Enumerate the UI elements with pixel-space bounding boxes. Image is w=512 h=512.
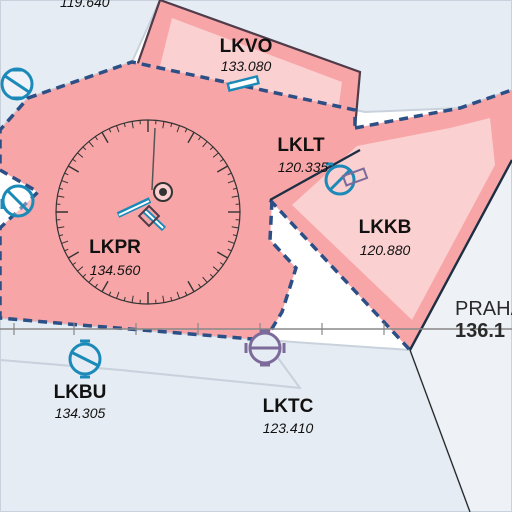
compass-tick: [231, 195, 239, 198]
compass-tick: [216, 251, 229, 259]
lklt-name-label[interactable]: LKLT: [277, 135, 325, 156]
compass-tick: [231, 226, 239, 229]
compass-tick: [209, 273, 214, 278]
compass-tick: [219, 262, 224, 266]
airport-symbols: [0, 67, 369, 379]
compass-tick: [170, 123, 173, 128]
compass-tick: [116, 291, 120, 299]
compass-tick: [212, 266, 219, 272]
compass-ticks: [56, 120, 240, 304]
compass-tick: [198, 136, 202, 141]
compass-tick: [101, 280, 109, 293]
compass-north-pointer: [151, 127, 156, 191]
compass-tick: [232, 234, 237, 237]
compass-tick: [187, 280, 195, 293]
compass-tick: [202, 276, 208, 283]
compass-tick: [57, 226, 65, 229]
lkpr-airport-icon[interactable]: [116, 182, 173, 232]
compass-tick: [88, 141, 94, 148]
top-clipped-frequency: 119.640: [60, 0, 110, 10]
compass-tick: [88, 276, 94, 283]
lkkb-frequency-label: 120.880: [360, 242, 411, 258]
compass-tick: [187, 131, 195, 144]
lktc-airfield-icon[interactable]: [244, 329, 286, 367]
compass-tick: [61, 240, 69, 244]
lkbu-airfield-icon[interactable]: [68, 339, 102, 379]
compass-tick: [108, 128, 112, 133]
boundary-line: [409, 349, 471, 512]
compass-tick: [82, 273, 87, 278]
compass-tick: [101, 131, 109, 144]
region-name-label: PRAHA: [455, 298, 512, 320]
airfield-west-lower-icon[interactable]: [0, 184, 35, 218]
region-frequency-label: 136.1: [455, 320, 505, 342]
compass-tick: [94, 283, 98, 288]
compass-tick: [61, 180, 69, 184]
compass-tick: [77, 266, 84, 272]
compass-tick: [123, 296, 126, 301]
lkpr-zone-fill: [0, 62, 355, 340]
compass-tick: [227, 248, 232, 252]
lklt-airfield-icon[interactable]: [324, 162, 369, 196]
compass-tick: [116, 125, 120, 133]
lklt-frequency-label: 120.335: [278, 159, 329, 175]
compass-tick: [162, 121, 165, 129]
compass-tick: [162, 295, 165, 303]
compass-tick: [67, 165, 80, 173]
zone-south: [0, 338, 472, 512]
compass-rose: [55, 119, 241, 305]
airfield-west-upper-icon[interactable]: [0, 67, 34, 101]
compass-tick: [184, 128, 188, 133]
compass-tick: [170, 296, 173, 301]
compass-tick: [59, 234, 64, 237]
compass-tick: [232, 187, 237, 190]
compass-tick: [57, 195, 65, 198]
lkpr-frequency-label: 134.560: [90, 262, 141, 278]
lkvo-runway-icon[interactable]: [226, 75, 260, 92]
compass-tick: [72, 158, 77, 162]
lkbu-frequency-label: 134.305: [55, 405, 106, 421]
compass-tick: [212, 152, 219, 158]
compass-tick: [123, 123, 126, 128]
lkkb-zone-border: [268, 88, 512, 352]
compass-tick: [216, 165, 229, 173]
compass-tick: [219, 158, 224, 162]
lkbu-name-label[interactable]: LKBU: [54, 382, 107, 403]
lktc-name-label[interactable]: LKTC: [263, 396, 314, 417]
compass-tick: [94, 136, 98, 141]
compass-tick: [198, 283, 202, 288]
compass-tick: [176, 125, 180, 133]
lkvo-name-label[interactable]: LKVO: [220, 36, 273, 57]
compass-tick: [209, 146, 214, 151]
lkkb-name-label[interactable]: LKKB: [359, 217, 412, 238]
compass-tick: [131, 295, 134, 303]
compass-tick: [108, 291, 112, 296]
compass-tick: [131, 121, 134, 129]
compass-tick: [64, 248, 69, 252]
compass-tick: [64, 172, 69, 176]
compass-tick: [176, 291, 180, 299]
airport-labels: LKVO 133.080 LKLT 120.335 LKKB 120.880 L…: [54, 36, 512, 436]
compass-tick: [77, 152, 84, 158]
lkkb-solid-border: [269, 148, 512, 351]
compass-tick: [67, 251, 80, 259]
compass-tick: [184, 291, 188, 296]
compass-tick: [72, 262, 77, 266]
lkvo-zone-inner: [158, 18, 342, 112]
compass-tick: [227, 172, 232, 176]
compass-tick: [227, 240, 235, 244]
compass-tick: [59, 187, 64, 190]
lktc-frequency-label: 123.410: [263, 420, 314, 436]
compass-tick: [82, 146, 87, 151]
lkpr-name-label[interactable]: LKPR: [89, 237, 141, 258]
compass-tick: [227, 180, 235, 184]
lkvo-frequency-label: 133.080: [221, 58, 272, 74]
compass-tick: [202, 141, 208, 148]
